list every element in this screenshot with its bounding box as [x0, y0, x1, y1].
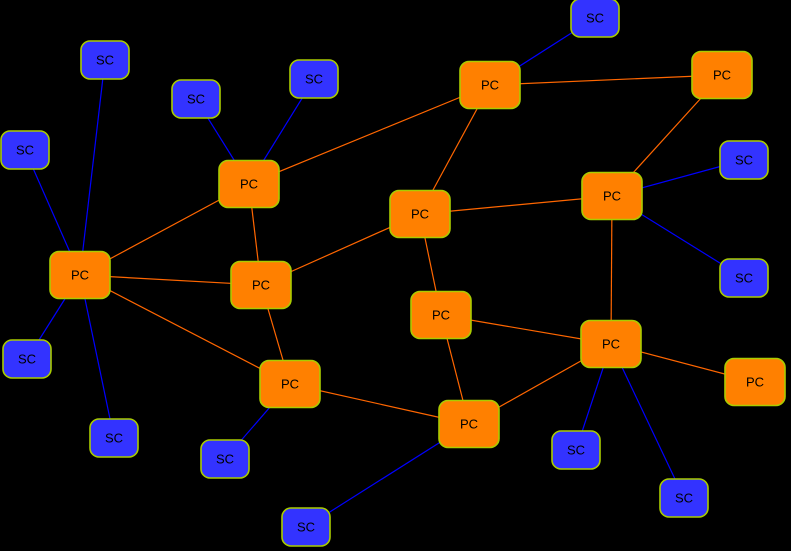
sc-node-sc9[interactable]: SC: [89, 418, 139, 458]
sc-node-sc3[interactable]: SC: [171, 79, 221, 119]
pc-node-pc8[interactable]: PC: [410, 290, 472, 340]
pc-node-shape[interactable]: [581, 171, 643, 221]
pc-node-pc5[interactable]: PC: [581, 171, 643, 221]
sc-node-shape[interactable]: [80, 40, 130, 80]
pc-node-shape[interactable]: [410, 290, 472, 340]
sc-node-sc6[interactable]: SC: [719, 140, 769, 180]
edge-pc4-pc5: [419, 195, 613, 215]
sc-node-shape[interactable]: [281, 507, 331, 547]
sc-node-shape[interactable]: [719, 140, 769, 180]
sc-node-shape[interactable]: [171, 79, 221, 119]
sc-node-shape[interactable]: [570, 0, 620, 38]
sc-node-sc7[interactable]: SC: [719, 258, 769, 298]
pc-node-pc4[interactable]: PC: [389, 189, 451, 239]
edge-pc6-pc10: [79, 274, 291, 385]
pc-node-pc12[interactable]: PC: [724, 357, 786, 407]
sc-node-shape[interactable]: [200, 439, 250, 479]
sc-node-shape[interactable]: [659, 478, 709, 518]
pc-node-pc6[interactable]: PC: [49, 250, 111, 300]
sc-node-sc10[interactable]: SC: [200, 439, 250, 479]
pc-node-shape[interactable]: [438, 399, 500, 449]
pc-node-shape[interactable]: [218, 159, 280, 209]
pc-node-pc7[interactable]: PC: [230, 260, 292, 310]
sc-node-sc4[interactable]: SC: [289, 59, 339, 99]
sc-node-sc13[interactable]: SC: [281, 507, 331, 547]
pc-node-shape[interactable]: [259, 359, 321, 409]
sc-node-shape[interactable]: [551, 430, 601, 470]
sc-node-shape[interactable]: [0, 130, 50, 170]
edge-pc1-pc3: [248, 84, 491, 185]
edge-sc9-pc6: [79, 274, 115, 439]
edge-pc1-pc2: [489, 74, 723, 86]
pc-node-shape[interactable]: [230, 260, 292, 310]
sc-node-shape[interactable]: [2, 339, 52, 379]
edge-pc5-pc9: [610, 195, 613, 345]
pc-node-shape[interactable]: [580, 319, 642, 369]
pc-node-pc10[interactable]: PC: [259, 359, 321, 409]
sc-node-shape[interactable]: [289, 59, 339, 99]
sc-node-shape[interactable]: [719, 258, 769, 298]
sc-node-sc5[interactable]: SC: [0, 130, 50, 170]
pc-node-shape[interactable]: [389, 189, 451, 239]
pc-node-pc9[interactable]: PC: [580, 319, 642, 369]
sc-node-sc12[interactable]: SC: [659, 478, 709, 518]
pc-node-pc3[interactable]: PC: [218, 159, 280, 209]
pc-node-pc2[interactable]: PC: [691, 50, 753, 100]
pc-node-shape[interactable]: [724, 357, 786, 407]
sc-node-sc1[interactable]: SC: [570, 0, 620, 38]
sc-node-sc8[interactable]: SC: [2, 339, 52, 379]
edge-sc2-pc6: [79, 59, 106, 276]
pc-node-shape[interactable]: [459, 60, 521, 110]
pc-node-pc11[interactable]: PC: [438, 399, 500, 449]
sc-node-sc11[interactable]: SC: [551, 430, 601, 470]
sc-node-shape[interactable]: [89, 418, 139, 458]
pc-node-pc1[interactable]: PC: [459, 60, 521, 110]
edge-sc12-pc9: [610, 343, 685, 499]
pc-node-shape[interactable]: [49, 250, 111, 300]
pc-node-shape[interactable]: [691, 50, 753, 100]
sc-node-sc2[interactable]: SC: [80, 40, 130, 80]
